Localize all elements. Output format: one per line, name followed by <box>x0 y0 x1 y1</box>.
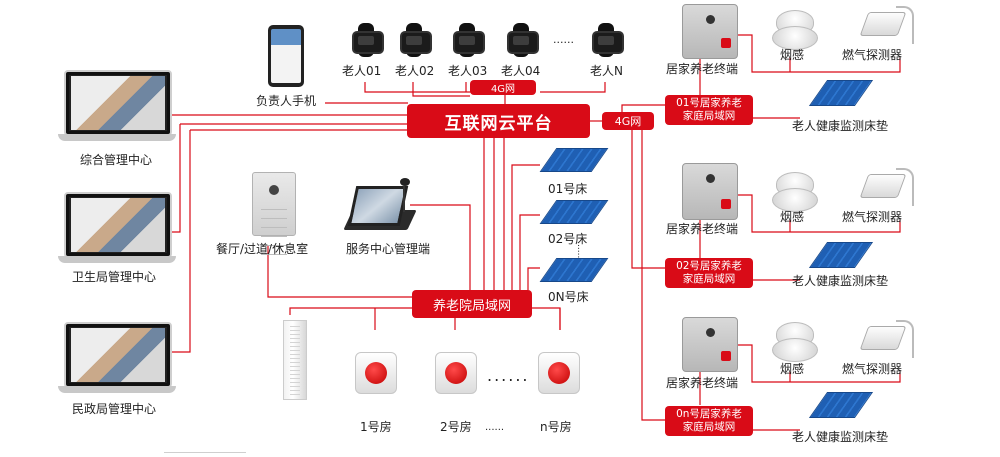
home-terminal-icon <box>682 163 738 220</box>
console-label: 服务中心管理端 <box>346 242 431 256</box>
room-label-1: 1号房 <box>360 420 392 434</box>
home-terminal-icon <box>682 4 738 59</box>
sos-button-icon <box>355 352 397 394</box>
watch-label-4: 老人04 <box>501 64 541 78</box>
line-watch-1 <box>364 82 506 104</box>
wall-panel-icon <box>252 172 296 255</box>
home2-lan-line2: 家庭局域网 <box>682 273 736 285</box>
smoke-detector-icon <box>772 172 818 212</box>
watch-label-3: 老人03 <box>448 64 488 78</box>
health-pad-icon <box>808 392 874 418</box>
home1-lan-line1: 01号居家养老 <box>676 97 742 109</box>
g4-right-box: 4G网 <box>602 112 654 130</box>
panel-label: 餐厅/过道/休息室 <box>216 242 309 256</box>
line-4g-home2 <box>631 130 665 269</box>
room-label-n: n号房 <box>540 420 572 434</box>
home2-terminal-label: 居家养老终端 <box>666 222 739 236</box>
watch-label-1: 老人01 <box>342 64 382 78</box>
laptop-screen-icon <box>64 192 172 258</box>
home3-lan-box: 0n号居家养老 家庭局域网 <box>665 406 753 436</box>
home2-pad-label: 老人健康监测床垫 <box>792 274 889 288</box>
home1-gas-label: 燃气探测器 <box>842 48 903 62</box>
watch-label-2: 老人02 <box>395 64 435 78</box>
line-panel <box>267 245 412 298</box>
center-label-1: 综合管理中心 <box>80 153 153 167</box>
line-4g-home1 <box>621 104 665 112</box>
laptop-screen-icon <box>64 322 172 388</box>
smoke-detector-icon <box>772 10 818 50</box>
line-home2-dev <box>735 194 901 233</box>
laptop-base-icon <box>58 256 176 263</box>
speaker-icon <box>283 320 307 400</box>
bed-pad-icon <box>539 258 609 282</box>
home1-terminal-label: 居家养老终端 <box>666 62 739 76</box>
home3-lan-line1: 0n号居家养老 <box>676 408 742 420</box>
home1-lan-box: 01号居家养老 家庭局域网 <box>665 95 753 125</box>
bed-label-2: 02号床 <box>548 232 588 246</box>
gas-detector-icon <box>856 168 914 208</box>
line-4g-home3 <box>641 130 665 421</box>
gas-detector-icon <box>856 6 914 46</box>
room-row-ellipsis: ...... <box>487 366 530 385</box>
home2-smoke-label: 烟感 <box>780 210 805 224</box>
line-center-2 <box>170 124 181 233</box>
cloud-platform-box: 互联网云平台 <box>407 104 590 138</box>
watch-icon <box>507 23 539 57</box>
line-watch-n <box>540 82 606 93</box>
home2-lan-box: 02号居家养老 家庭局域网 <box>665 258 753 288</box>
watch-icon <box>453 23 485 57</box>
smoke-detector-icon <box>772 322 818 362</box>
health-pad-icon <box>808 242 874 268</box>
phone-label: 负责人手机 <box>256 94 317 108</box>
line-center-3 <box>170 130 191 353</box>
room-label-2: 2号房 <box>440 420 472 434</box>
bed-ellipsis: ...... <box>575 244 585 262</box>
home3-terminal-label: 居家养老终端 <box>666 376 739 390</box>
laptop-base-icon <box>58 386 176 393</box>
service-console-icon <box>343 178 418 230</box>
gas-detector-icon <box>856 320 914 360</box>
watch-icon <box>400 23 432 57</box>
sos-button-icon <box>435 352 477 394</box>
g4-top-box: 4G网 <box>470 80 536 95</box>
home3-gas-label: 燃气探测器 <box>842 362 903 376</box>
watch-label-n: 老人N <box>590 64 623 78</box>
bed-label-n: 0N号床 <box>548 290 589 304</box>
home3-pad-label: 老人健康监测床垫 <box>792 430 889 444</box>
line-home3-dev <box>735 344 901 383</box>
watch-icon <box>592 23 624 57</box>
home1-smoke-label: 烟感 <box>780 48 805 62</box>
home2-gas-label: 燃气探测器 <box>842 210 903 224</box>
line-bed-n <box>527 267 540 290</box>
bed-pad-icon <box>539 148 609 172</box>
home3-smoke-label: 烟感 <box>780 362 805 376</box>
watch-ellipsis: ...... <box>553 33 574 46</box>
laptop-screen-icon <box>64 70 172 136</box>
sos-button-icon <box>538 352 580 394</box>
footer-divider <box>164 452 246 453</box>
room-ellipsis: ...... <box>485 422 505 433</box>
home1-pad-label: 老人健康监测床垫 <box>792 119 889 133</box>
center-label-2: 卫生局管理中心 <box>72 270 157 284</box>
line-console <box>410 204 471 290</box>
health-pad-icon <box>808 80 874 106</box>
center-label-3: 民政局管理中心 <box>72 402 157 416</box>
bed-pad-icon <box>539 200 609 224</box>
line-home1-dev <box>735 34 901 73</box>
home1-lan-line2: 家庭局域网 <box>682 110 736 122</box>
bed-label-1: 01号床 <box>548 182 588 196</box>
watch-icon <box>352 23 384 57</box>
line-watch-2 <box>412 82 470 97</box>
laptop-base-icon <box>58 134 176 141</box>
lan-box: 养老院局域网 <box>412 290 532 318</box>
home2-lan-line1: 02号居家养老 <box>676 260 742 272</box>
home-terminal-icon <box>682 317 738 372</box>
line-bed-2 <box>519 214 540 290</box>
line-bed-1 <box>511 164 540 290</box>
phone-icon <box>268 25 304 87</box>
home3-lan-line2: 家庭局域网 <box>682 421 736 433</box>
